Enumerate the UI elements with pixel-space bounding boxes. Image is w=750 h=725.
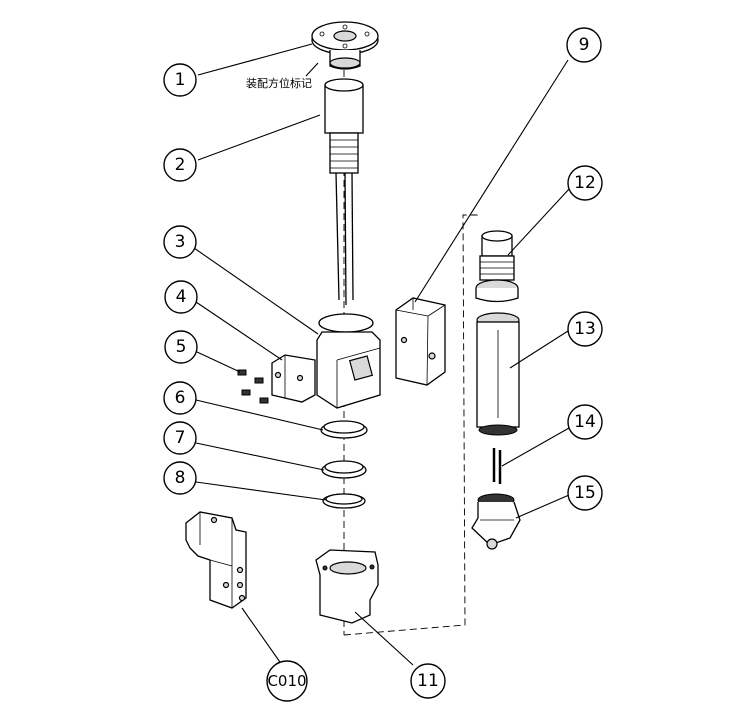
part-5-screws (237, 369, 269, 404)
svg-text:7: 7 (175, 428, 186, 448)
svg-text:1: 1 (175, 70, 186, 90)
svg-text:15: 15 (574, 483, 596, 503)
balloon-8: 8 (163, 461, 197, 495)
balloon-4: 4 (164, 280, 198, 314)
part-1-flange (311, 21, 379, 70)
svg-text:13: 13 (574, 319, 596, 339)
part-7-ring (321, 460, 367, 479)
part-4-bracket (271, 354, 316, 403)
balloon-9: 9 (566, 27, 602, 63)
part-14-pins (492, 448, 502, 484)
balloon-c010: C010 (266, 660, 308, 702)
svg-text:11: 11 (417, 671, 439, 691)
assembly-mark-label: 装配方位标记 (246, 76, 312, 90)
balloon-12: 12 (567, 165, 603, 201)
part-13-tube (476, 312, 520, 436)
balloon-3: 3 (163, 225, 197, 259)
svg-text:14: 14 (574, 412, 596, 432)
leader-lines (193, 43, 571, 666)
part-3-housing (316, 313, 381, 409)
svg-text:9: 9 (579, 35, 590, 55)
svg-text:3: 3 (175, 232, 186, 252)
part-8-ring (322, 493, 366, 509)
part-2-upper-body (324, 78, 364, 306)
svg-text:2: 2 (175, 155, 186, 175)
svg-text:C010: C010 (267, 672, 306, 690)
part-11-bottom-housing (315, 549, 379, 624)
balloon-2: 2 (163, 148, 197, 182)
balloon-7: 7 (163, 421, 197, 455)
svg-text:12: 12 (574, 173, 596, 193)
balloon-5: 5 (164, 330, 198, 364)
balloon-15: 15 (567, 475, 603, 511)
part-9-box (395, 297, 446, 386)
part-12-connector (475, 230, 519, 303)
svg-text:5: 5 (176, 337, 187, 357)
svg-text:4: 4 (176, 287, 187, 307)
balloon-6: 6 (163, 381, 197, 415)
balloon-1: 1 (163, 63, 197, 97)
svg-text:8: 8 (175, 468, 186, 488)
balloon-11: 11 (410, 663, 446, 699)
part-6-ring (320, 420, 368, 439)
part-c010-bracket (185, 511, 247, 609)
balloon-13: 13 (567, 311, 603, 347)
svg-text:6: 6 (175, 388, 186, 408)
balloon-14: 14 (567, 404, 603, 440)
part-15-connector (471, 493, 521, 550)
